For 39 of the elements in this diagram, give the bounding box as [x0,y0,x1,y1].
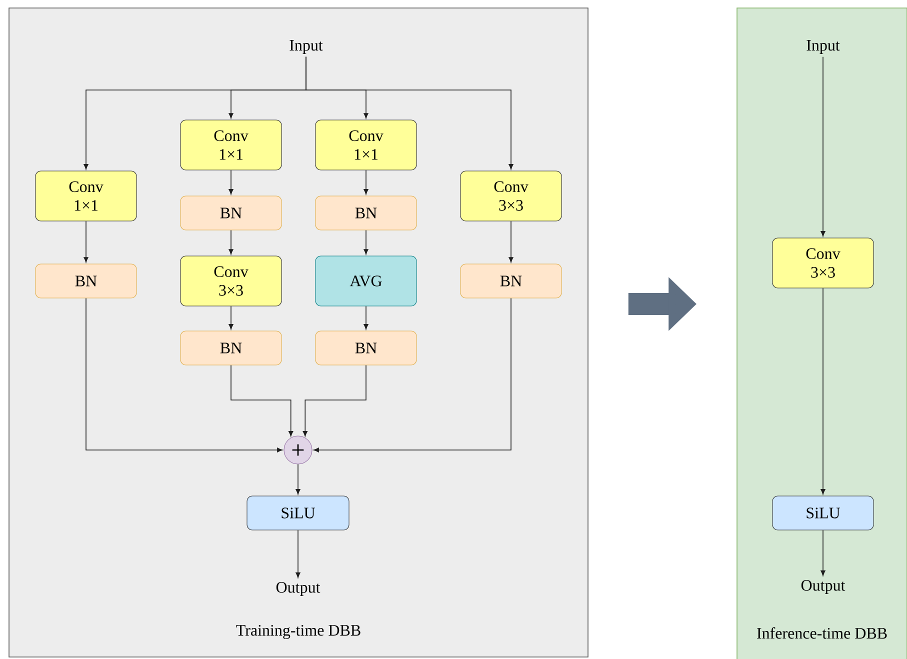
bn-box: BN [460,264,562,298]
arrow [228,306,234,330]
text-label: Output [276,582,320,596]
conv-box: Conv 1×1 [35,170,137,222]
bn-box: BN [35,264,137,298]
arrow [820,56,826,237]
arrow [302,364,366,436]
silu-box: SiLU [246,496,350,530]
arrow [296,530,300,578]
bn-box: BN [315,330,417,366]
bn-box: BN [315,196,417,230]
arrow [86,298,283,452]
bn-box: BN [180,196,282,230]
arrow [364,230,368,255]
avg-box: AVG [315,256,417,306]
conv-box: Conv 3×3 [772,238,874,288]
arrow [313,298,512,452]
arrow [296,464,300,495]
arrow [820,530,826,576]
text-label: Input [290,40,323,54]
arrow [306,56,514,170]
arrow [228,170,234,195]
conv-box: Conv 1×1 [315,120,417,170]
conv-box: Conv 1×1 [180,120,282,170]
arrow [508,220,514,263]
text-label: Input [806,40,840,54]
silu-box: SiLU [772,496,874,530]
arrow [364,306,368,330]
bn-box: BN [180,330,282,366]
conv-box: Conv 3×3 [180,256,282,306]
arrow [84,220,88,263]
text-label: Output [801,580,846,594]
arrow [364,170,368,195]
conv-box: Conv 3×3 [460,170,562,222]
arrow [230,364,294,436]
panel-title: Training-time DBB [236,624,360,640]
arrow [228,230,234,255]
panel-title: Inference-time DBB [757,627,887,639]
arrow [820,288,826,495]
